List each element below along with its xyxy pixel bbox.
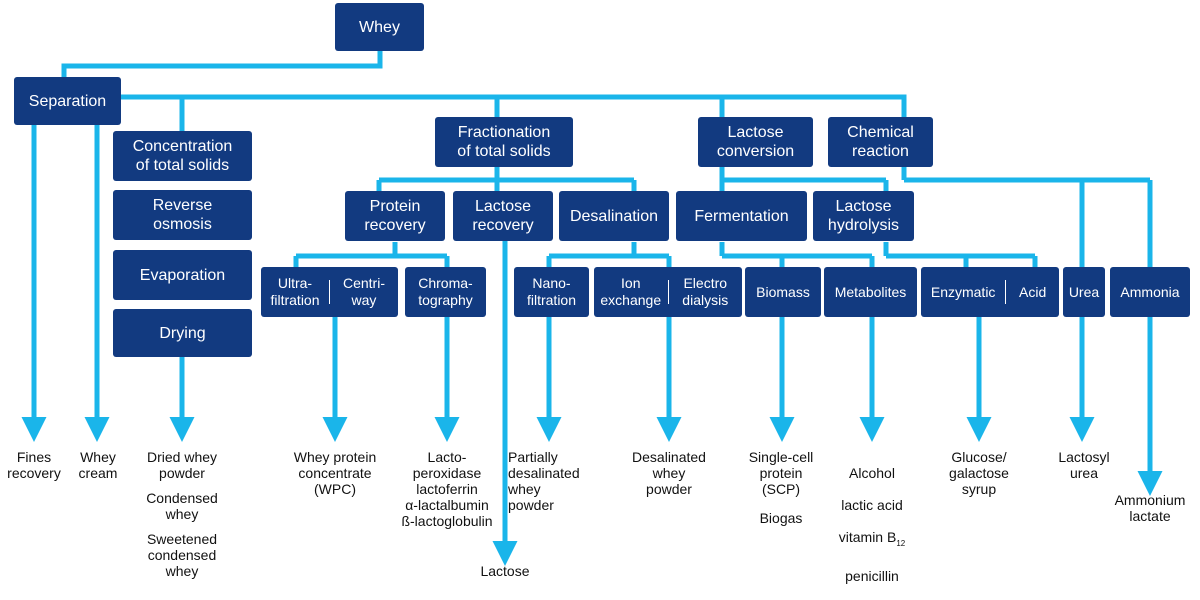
electrodialysis-label: Electro dialysis <box>682 275 729 308</box>
ammonium-lactate-output: Ammonium lactate <box>1114 492 1186 524</box>
lactose-hydrolysis-box: Lactose hydrolysis <box>813 191 914 241</box>
connector-lines <box>21 50 1163 566</box>
metabolites-output: Alcohol lactic acid vitamin B12 penicill… <box>822 449 922 600</box>
box-divider <box>667 280 669 304</box>
wpc-output: Whey protein concentrate (WPC) <box>293 449 377 497</box>
fines-recovery-output: Fines recovery <box>7 449 61 481</box>
ultrafiltration-label: Ultra- filtration <box>270 275 320 308</box>
glucose-syrup-output: Glucose/ galactose syrup <box>949 449 1009 497</box>
lactose-conversion-box: Lactose conversion <box>698 117 813 167</box>
ion-exchange-label: Ion exchange <box>600 275 662 308</box>
fermentation-box: Fermentation <box>676 191 807 241</box>
protein-recovery-box: Protein recovery <box>345 191 445 241</box>
metabolite-lactic-acid: lactic acid <box>841 497 903 513</box>
chromatography-box: Chroma- tography <box>405 267 486 317</box>
fractionation-box: Fractionation of total solids <box>435 117 573 167</box>
concentration-box: Concentration of total solids <box>113 131 252 181</box>
lactose-output: Lactose <box>480 563 530 579</box>
metabolites-box: Metabolites <box>824 267 917 317</box>
lacto-proteins-output: Lacto- peroxidase lactoferrin α-lactalbu… <box>401 449 493 529</box>
drying-box: Drying <box>113 309 252 357</box>
whey-box: Whey <box>335 3 424 51</box>
ultrafiltration-centriway-box: Ultra- filtration Centri- way <box>261 267 398 317</box>
reverse-osmosis-box: Reverse osmosis <box>113 190 252 240</box>
biogas-output: Biogas <box>759 510 803 526</box>
separation-box: Separation <box>14 77 121 125</box>
dried-whey-powder-output: Dried whey powder <box>146 449 218 481</box>
ammonia-box: Ammonia <box>1110 267 1190 317</box>
metabolite-vitamin-subscript: 12 <box>896 538 906 548</box>
lactose-recovery-box: Lactose recovery <box>453 191 553 241</box>
condensed-whey-output: Condensed whey <box>146 490 218 522</box>
chemical-reaction-box: Chemical reaction <box>828 117 933 167</box>
metabolite-alcohol: Alcohol <box>849 465 895 481</box>
desalination-box: Desalination <box>559 191 669 241</box>
acid-label: Acid <box>1019 283 1047 300</box>
whey-cream-output: Whey cream <box>78 449 118 481</box>
lactosyl-urea-output: Lactosyl urea <box>1058 449 1110 481</box>
ion-exchange-electrodialysis-box: Ion exchange Electro dialysis <box>594 267 742 317</box>
enzymatic-label: Enzymatic <box>930 283 996 300</box>
box-divider <box>329 280 330 304</box>
sweetened-condensed-whey-output: Sweetened condensed whey <box>146 531 218 579</box>
metabolite-penicillin: penicillin <box>845 567 899 584</box>
enzymatic-acid-box: Enzymatic Acid <box>921 267 1059 317</box>
centriway-label: Centri- way <box>342 275 385 308</box>
nanofiltration-box: Nano- filtration <box>514 267 589 317</box>
scp-output: Single-cell protein (SCP) <box>748 449 814 497</box>
partially-desalinated-output: Partially desalinated whey powder <box>508 449 580 513</box>
box-divider <box>1005 280 1007 304</box>
biomass-box: Biomass <box>745 267 821 317</box>
desalinated-powder-output: Desalinated whey powder <box>632 449 706 497</box>
urea-box: Urea <box>1063 267 1105 317</box>
metabolite-vitamin-text: vitamin B <box>838 529 897 545</box>
metabolite-vitamin: vitamin B12 <box>822 529 922 552</box>
evaporation-box: Evaporation <box>113 250 252 300</box>
